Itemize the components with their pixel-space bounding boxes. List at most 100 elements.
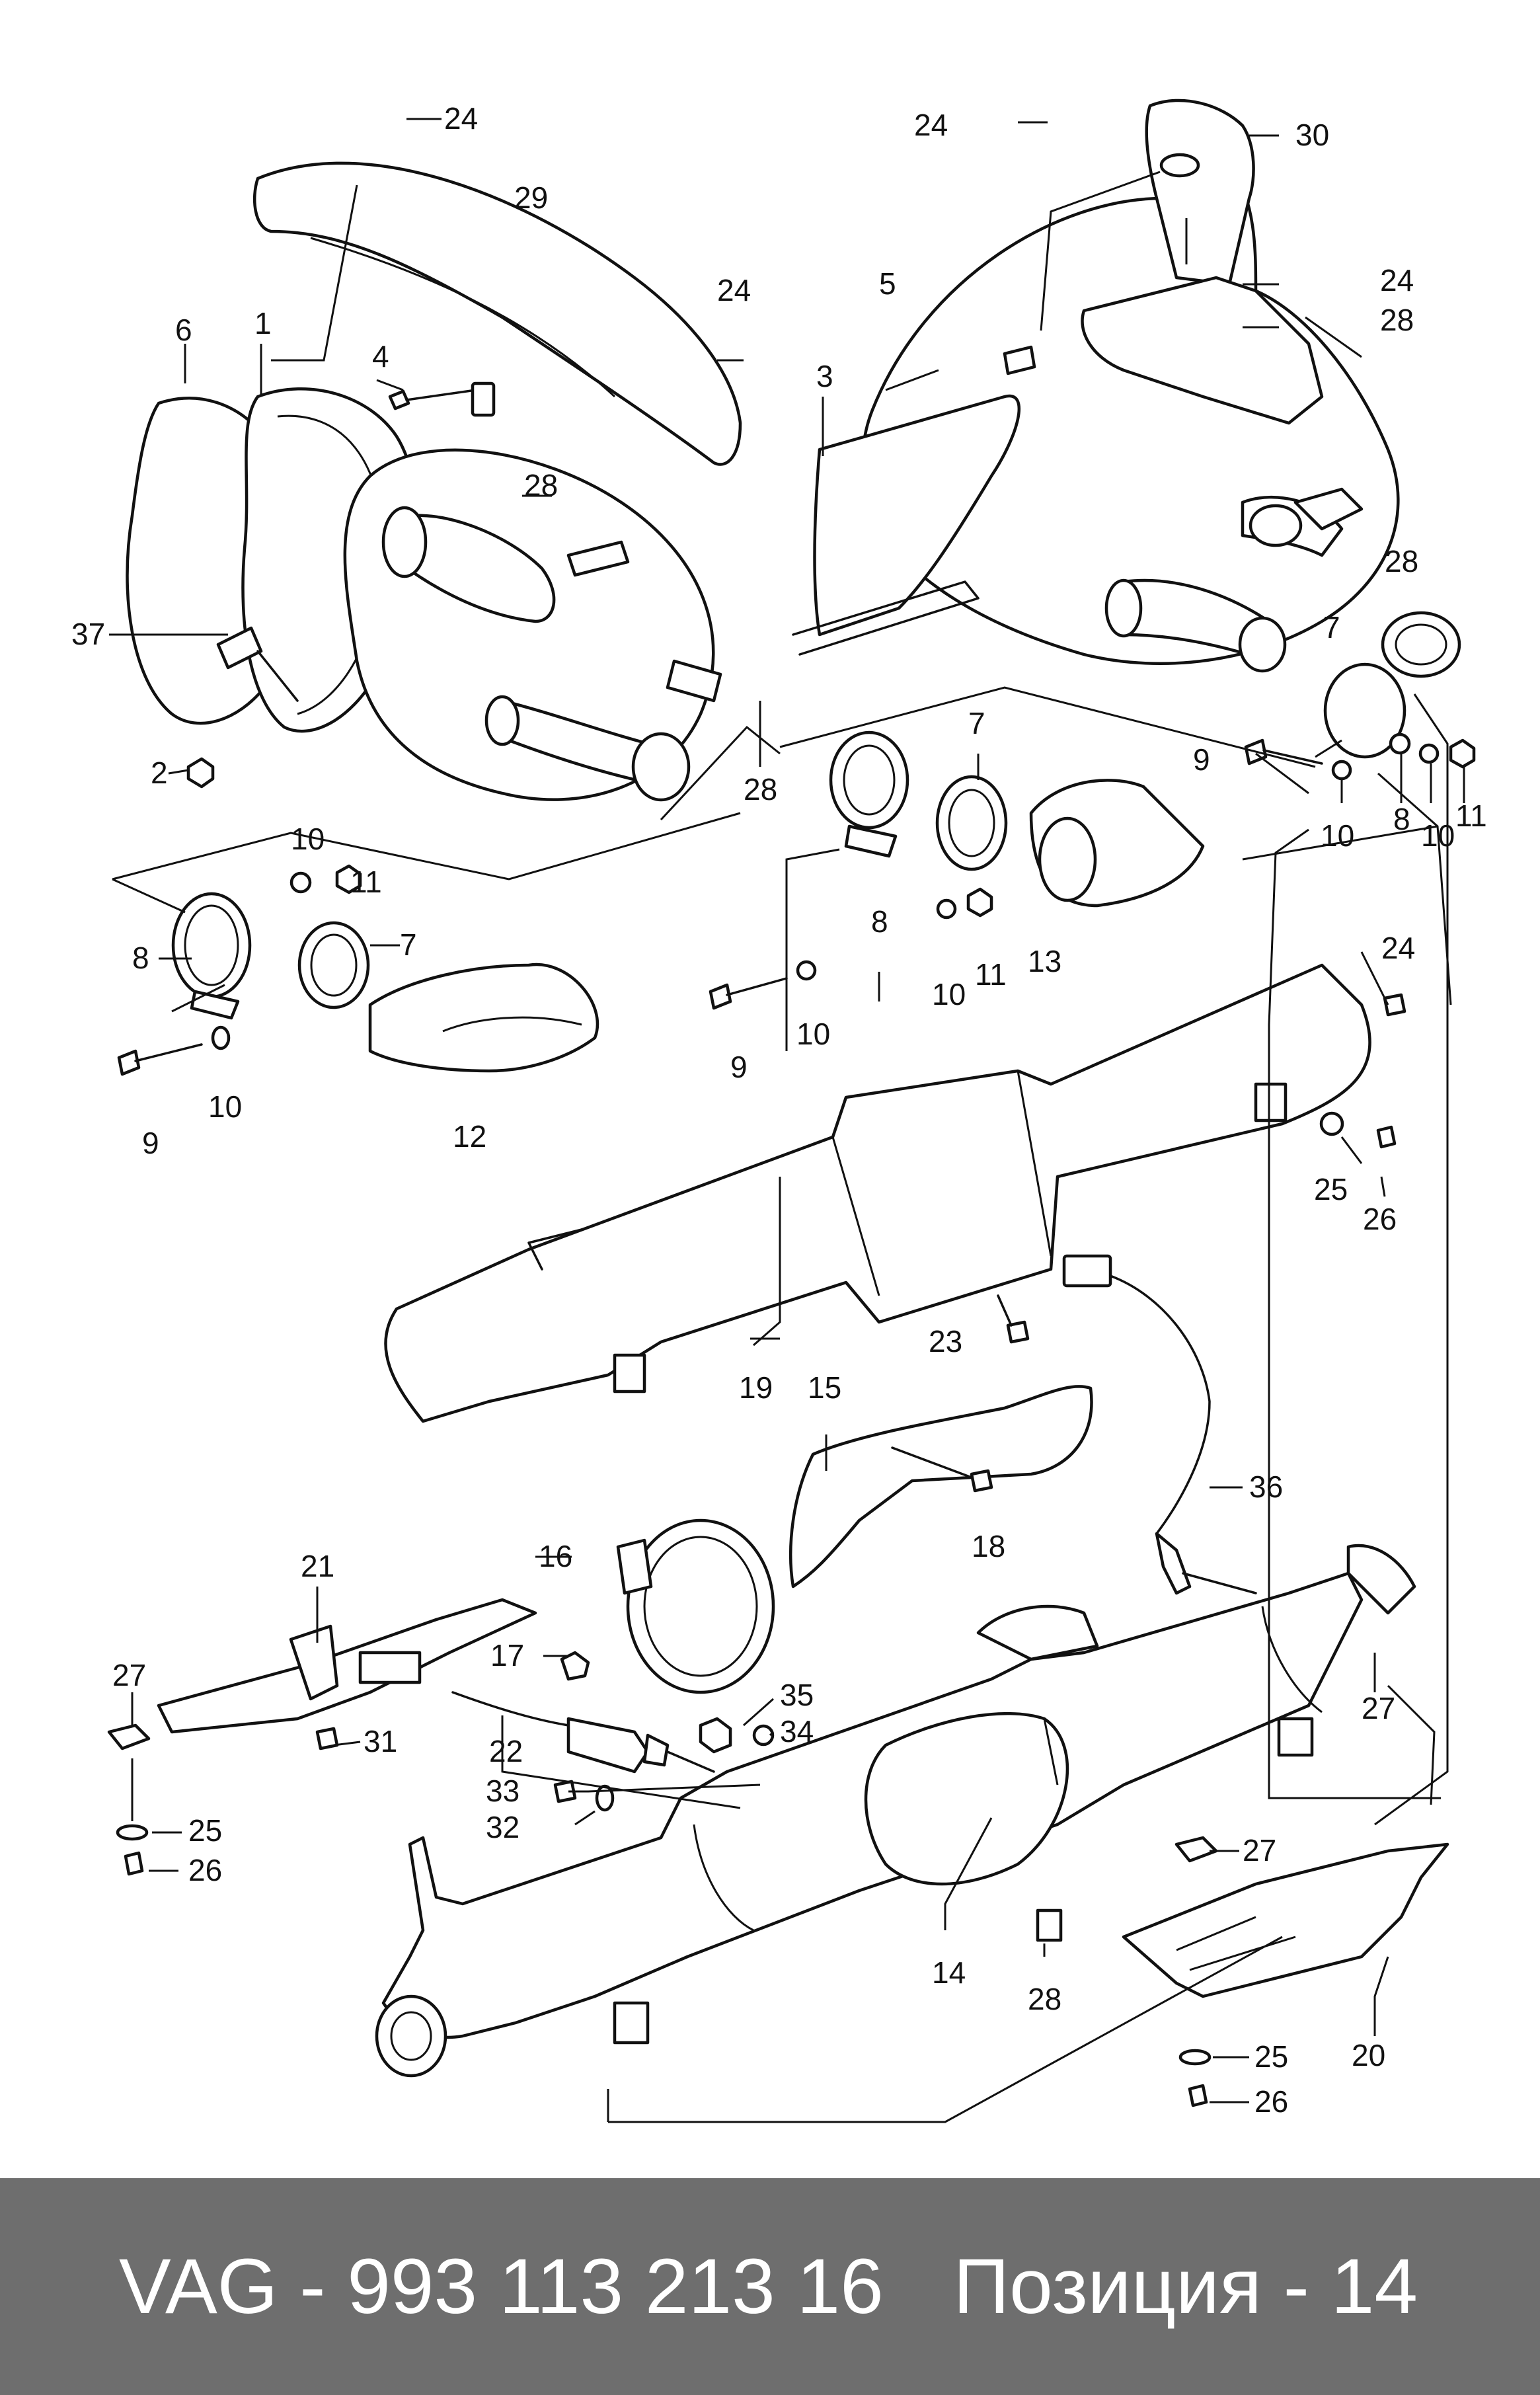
heat-shield-19 — [384, 963, 1371, 1423]
callout-10: 10 — [932, 977, 966, 1011]
callout-31: 31 — [364, 1724, 397, 1758]
callout-11: 11 — [975, 957, 1007, 992]
callout-20: 20 — [1352, 2038, 1385, 2072]
callout-28: 28 — [744, 772, 777, 806]
callout-10: 10 — [1321, 818, 1354, 853]
callout-19: 19 — [739, 1370, 773, 1405]
callout-28: 28 — [1380, 303, 1414, 337]
part-number-label: VAG - 993 113 213 16 — [119, 2243, 884, 2330]
callout-23: 23 — [929, 1324, 962, 1358]
heat-shield-15 — [789, 1385, 1093, 1589]
exhaust-system-diagram: 24 29 24 6 1 4 28 37 2 28 24 30 5 24 28 … — [71, 98, 1487, 2123]
callout-2: 2 — [151, 756, 168, 790]
heat-shield-29 — [253, 161, 742, 466]
callout-34: 34 — [780, 1714, 814, 1748]
bracket-4 — [388, 381, 496, 417]
oxygen-sensor-22 — [451, 1691, 715, 1774]
callout-8: 8 — [132, 941, 149, 975]
callout-24: 24 — [444, 101, 478, 136]
callout-14: 14 — [932, 1955, 966, 1990]
bolt-9-left — [117, 864, 362, 1076]
callout-5: 5 — [879, 266, 896, 301]
callout-24: 24 — [914, 108, 948, 142]
fasteners-center — [709, 887, 993, 1010]
callout-9: 9 — [730, 1050, 748, 1084]
callout-28: 28 — [1028, 1982, 1061, 2016]
callout-7: 7 — [1323, 610, 1340, 645]
callout-18: 18 — [972, 1529, 1005, 1563]
callout-37: 37 — [71, 617, 105, 651]
ring-7-left — [297, 921, 370, 1009]
callout-22: 22 — [489, 1734, 523, 1768]
cover-12 — [368, 962, 599, 1073]
small-fasteners-lower — [107, 1723, 1218, 2107]
callout-24: 24 — [1381, 931, 1415, 965]
callout-10: 10 — [1421, 818, 1455, 853]
callout-labels: 24 29 24 6 1 4 28 37 2 28 24 30 5 24 28 … — [71, 101, 1487, 2119]
callout-7: 7 — [400, 927, 417, 962]
callout-24: 24 — [717, 273, 751, 307]
callout-11: 11 — [1455, 799, 1487, 833]
callout-27: 27 — [1243, 1833, 1276, 1867]
fittings-33-34-35 — [553, 1717, 775, 1812]
position-label: Позиция - 14 — [953, 2243, 1418, 2330]
clamp-8-right — [1323, 662, 1411, 759]
callout-27: 27 — [112, 1658, 146, 1692]
callout-25: 25 — [188, 1813, 222, 1848]
callout-25: 25 — [1254, 2039, 1288, 2074]
callout-32: 32 — [486, 1810, 520, 1844]
callout-25: 25 — [1314, 1172, 1348, 1206]
callout-28: 28 — [1385, 544, 1418, 578]
callout-6: 6 — [175, 313, 192, 347]
callout-13: 13 — [1028, 944, 1061, 978]
callout-33: 33 — [486, 1774, 520, 1808]
ring-7-right — [1381, 611, 1461, 678]
heat-shield-3 — [792, 394, 1020, 656]
nut-2 — [186, 757, 215, 789]
part-info-footer: VAG - 993 113 213 16 Позиция - 14 — [0, 2178, 1540, 2395]
callout-10: 10 — [208, 1089, 242, 1124]
tail-pipe-13 — [1029, 779, 1205, 908]
callout-10: 10 — [796, 1017, 830, 1051]
callout-28: 28 — [524, 468, 558, 502]
callout-8: 8 — [1393, 802, 1410, 836]
ring-7-center — [935, 775, 1008, 871]
callout-4: 4 — [372, 339, 389, 373]
bolts-23-24 — [997, 993, 1406, 1344]
bracket-21 — [157, 1598, 537, 1750]
clamp-16 — [560, 1518, 775, 1694]
callout-27: 27 — [1362, 1691, 1395, 1725]
callout-17: 17 — [490, 1638, 524, 1672]
callout-7: 7 — [968, 706, 985, 740]
mount-plate-left — [566, 540, 722, 703]
clamp-8-left — [171, 892, 252, 1020]
callout-30: 30 — [1295, 118, 1329, 152]
clamp-8-center — [829, 730, 909, 858]
callout-9: 9 — [1193, 742, 1210, 777]
muffler-housing-5 — [861, 98, 1400, 673]
catalytic-converter-14 — [375, 1544, 1416, 2078]
callout-26: 26 — [1254, 2084, 1288, 2119]
callout-24: 24 — [1380, 263, 1414, 297]
callout-9: 9 — [142, 1126, 159, 1160]
callout-12: 12 — [453, 1119, 486, 1154]
leader-lines — [109, 118, 1465, 2123]
callout-11: 11 — [350, 865, 382, 899]
callout-26: 26 — [1363, 1202, 1397, 1236]
callout-35: 35 — [780, 1678, 814, 1712]
callout-15: 15 — [808, 1370, 841, 1405]
callout-29: 29 — [514, 180, 548, 215]
callout-3: 3 — [816, 359, 833, 393]
strap-clamp-37 — [216, 626, 299, 702]
callout-8: 8 — [871, 904, 888, 939]
oxygen-sensor-36 — [1062, 1254, 1257, 1595]
callout-10: 10 — [291, 822, 325, 856]
callout-26: 26 — [188, 1853, 222, 1887]
callout-21: 21 — [301, 1549, 334, 1583]
bolt-18 — [891, 1446, 993, 1493]
callout-36: 36 — [1249, 1470, 1283, 1504]
callout-16: 16 — [539, 1539, 572, 1573]
left-muffler — [343, 448, 715, 802]
heat-shield-20 — [1122, 1842, 1449, 1998]
callout-1: 1 — [254, 306, 272, 340]
